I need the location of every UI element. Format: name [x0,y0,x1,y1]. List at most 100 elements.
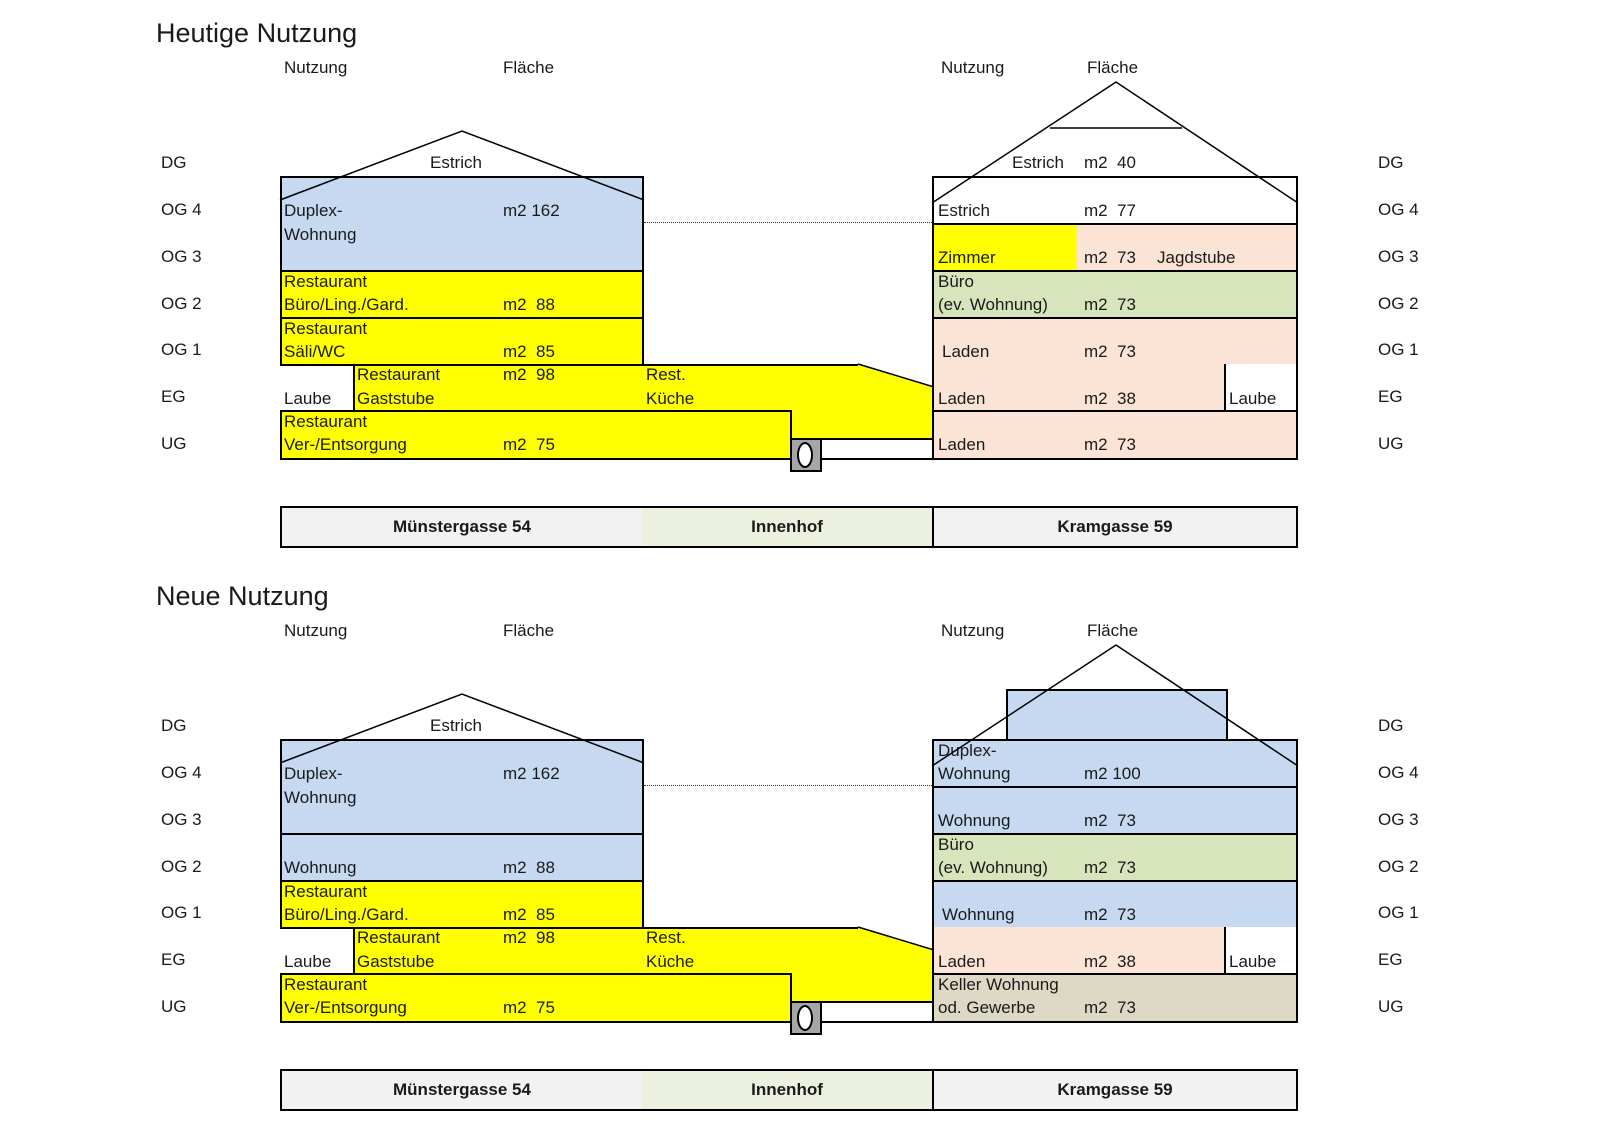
left-estrich-label: Estrich [430,716,482,735]
right-og3-area: m2 73 [1084,248,1136,267]
left-ug-use-line1: Restaurant [284,412,368,431]
level-label-og3: OG 3 [161,810,202,829]
header-flaeche-right: Fläche [1087,621,1139,640]
level-label-og2-right: OG 2 [1378,857,1419,876]
roof-lines [279,644,1299,951]
right-ug-use-line1: Keller Wohnung [938,975,1059,994]
right-og1-use: Wohnung [942,905,1015,924]
header-nutzung-left: Nutzung [284,58,348,77]
left-eg-area: m2 98 [503,365,555,384]
right-eg-laube [1224,364,1298,412]
right-ug-use: Laden [938,435,986,454]
level-label-dg: DG [161,716,187,735]
left-og2-use-line1: Restaurant [284,272,368,291]
left-og1-block [280,317,644,366]
level-label-eg-right: EG [1378,950,1403,969]
kitchen-use-line1: Rest. [646,365,686,384]
lane-kramgasse: Kramgasse 59 [932,1069,1298,1111]
right-og3-extra: Jagdstube [1157,248,1236,267]
right-og4-area: m2 77 [1084,201,1136,220]
left-og2-use-line2: Büro/Ling./Gard. [284,295,409,314]
left-eg-gaststube-block [353,364,644,412]
left-og4-use-line2: Wohnung [284,788,357,807]
left-og2-block [280,833,644,882]
lane-kramgasse: Kramgasse 59 [932,506,1298,548]
left-eg-laube: Laube [284,389,332,408]
courtyard-kitchen-lower [790,973,934,1001]
left-og2-use: Wohnung [284,858,357,877]
right-eg-use: Laden [938,389,986,408]
right-og3-use: Wohnung [938,811,1011,830]
level-label-ug-right: UG [1378,997,1404,1016]
level-label-og3-right: OG 3 [1378,810,1419,829]
lane-innenhof: Innenhof [642,506,934,548]
left-og1-use-line2: Büro/Ling./Gard. [284,905,409,924]
right-dg-area: m2 40 [1084,153,1136,172]
right-og4-area: m2 100 [1084,764,1141,783]
left-og1-use-line1: Restaurant [284,882,368,901]
level-label-og3-right: OG 3 [1378,247,1419,266]
right-ug-area: m2 73 [1084,435,1136,454]
level-label-og3: OG 3 [161,247,202,266]
right-og1-block [932,317,1298,366]
left-eg-use-line1: Restaurant [357,928,441,947]
left-og4-og3-block [280,739,644,835]
right-og4-use-line2: Wohnung [938,764,1011,783]
right-og2-use-line2: (ev. Wohnung) [938,858,1048,877]
header-flaeche-right: Fläche [1087,58,1139,77]
right-og2-area: m2 73 [1084,295,1136,314]
level-label-eg: EG [161,950,186,969]
left-og1-use-line1: Restaurant [284,319,368,338]
right-eg-area: m2 38 [1084,389,1136,408]
left-ug-block [280,973,792,1023]
right-og2-use-line2: (ev. Wohnung) [938,295,1048,314]
lane-muenstergasse: Münstergasse 54 [280,506,644,548]
right-og3-use: Zimmer [938,248,996,267]
kitchen-use-line2: Küche [646,952,695,971]
shaft-oval-icon [797,1005,813,1031]
left-og4-use-line2: Wohnung [284,225,357,244]
right-ug-block [932,973,1298,1023]
level-label-og1-right: OG 1 [1378,340,1419,359]
level-label-og1: OG 1 [161,903,202,922]
section-neue-nutzung: Neue Nutzung Nutzung Fläche Nutzung Fläc… [0,563,1600,1133]
level-label-og1: OG 1 [161,340,202,359]
left-og4-use-line1: Duplex- [284,764,343,783]
level-label-ug: UG [161,997,187,1016]
courtyard-kitchen-lower [790,410,934,438]
kitchen-use-line2: Küche [646,389,695,408]
level-label-ug: UG [161,434,187,453]
roof-lines [279,81,1299,388]
header-flaeche-left: Fläche [503,621,555,640]
left-og2-area: m2 88 [503,858,555,877]
right-og1-area: m2 73 [1084,905,1136,924]
header-flaeche-left: Fläche [503,58,555,77]
left-eg-use-line1: Restaurant [357,365,441,384]
right-og3-zimmer-fill [934,225,1077,270]
right-eg-laube-label: Laube [1229,389,1277,408]
right-og2-block [932,833,1298,882]
right-og2-use-line1: Büro [938,272,974,291]
right-eg-laube-label: Laube [1229,952,1277,971]
level-label-og2-right: OG 2 [1378,294,1419,313]
dotted-floor-line [644,222,934,223]
right-dg-use: Estrich [1012,153,1064,172]
left-estrich-label: Estrich [430,153,482,172]
right-ug-use-line2: od. Gewerbe [938,998,1036,1017]
level-label-dg: DG [161,153,187,172]
left-eg-gaststube-block [353,927,644,975]
level-label-og4: OG 4 [161,763,202,782]
section-title: Neue Nutzung [156,581,329,611]
left-og1-use-line2: Säli/WC [284,342,346,361]
level-label-eg: EG [161,387,186,406]
left-og4-area: m2 162 [503,764,560,783]
header-nutzung-right: Nutzung [941,58,1005,77]
left-og1-area: m2 85 [503,905,555,924]
left-ug-area: m2 75 [503,435,555,454]
shaft-oval-icon [797,442,813,468]
left-ug-use-line2: Ver-/Entsorgung [284,435,407,454]
left-ug-use-line2: Ver-/Entsorgung [284,998,407,1017]
left-og4-use-line1: Duplex- [284,201,343,220]
left-ug-use-line1: Restaurant [284,975,368,994]
right-og1-area: m2 73 [1084,342,1136,361]
